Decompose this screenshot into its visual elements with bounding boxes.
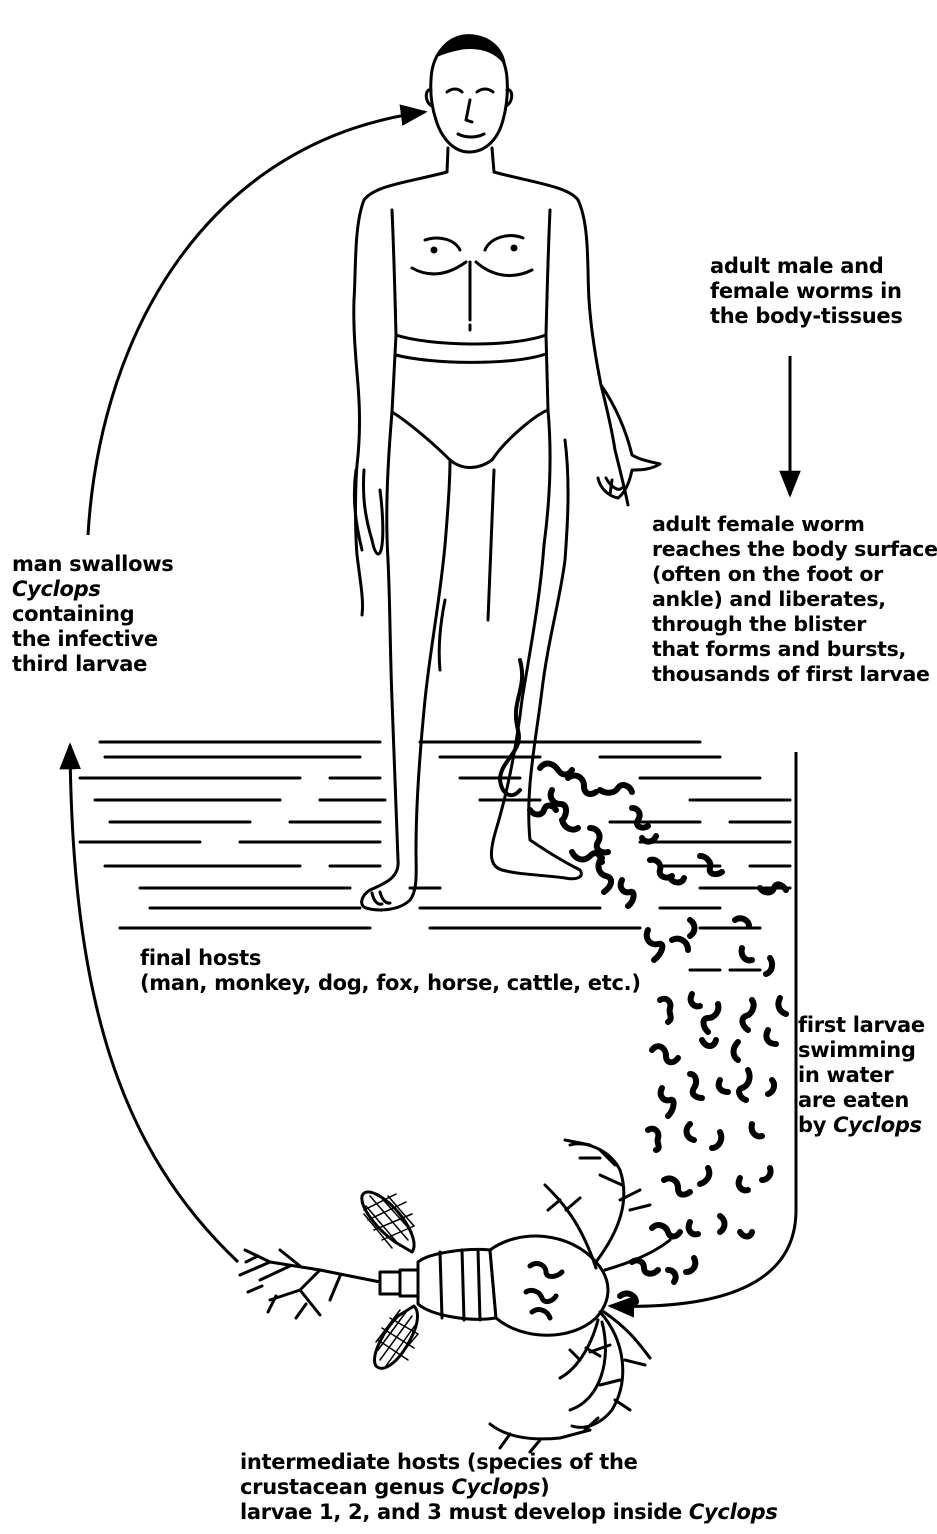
cyclops-crustacean-icon [240,1140,670,1452]
adult-worms-label: adult male and female worms in the body-… [710,254,903,329]
water-surface-lines [80,742,790,970]
first-larvae-label: first larvae swimming in water are eaten… [798,1013,925,1138]
intermediate-hosts-label: intermediate hosts (species of the crust… [240,1450,778,1525]
final-hosts-label: final hosts (man, monkey, dog, fox, hors… [140,946,641,996]
man-swallows-label: man swallows Cyclops containing the infe… [12,552,174,677]
arrow-icon [88,112,425,535]
larva-icon [530,764,786,1302]
female-surface-label: adult female worm reaches the body surfa… [652,512,937,687]
